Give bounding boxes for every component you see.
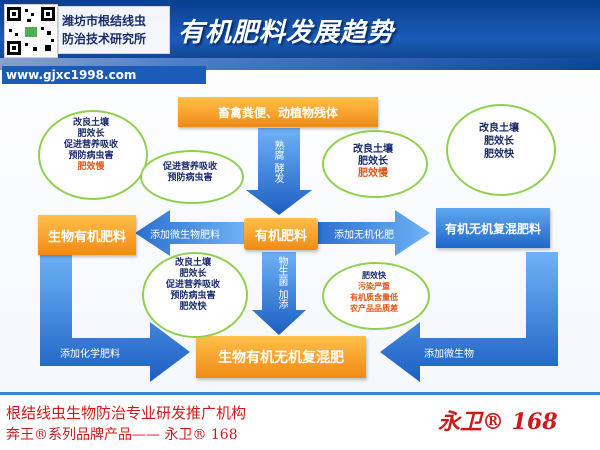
left-product-box: 生物有机肥料 [38,215,136,255]
arrow-bottom-right [380,252,558,382]
website-url: www.gjxc1998.com [2,66,206,84]
cloud-top-mid-text: 促进营养吸收 预防病虫害 [162,162,217,183]
page-title: 有机肥料发展趋势 [178,18,395,48]
cloud-top-right-text: 改良土壤 肥效长 肥效快 [479,123,519,160]
org-name-line2: 防治技术研究所 [62,32,147,46]
arrow-right-label: 添加无机化肥 [334,230,394,241]
arrow-down-center [252,252,306,335]
cloud-bottom-right [322,262,430,330]
top-source-box: 畜禽粪便、动植物残体 [178,97,378,127]
footer-product-line: 奔王®系列品牌产品—— 永卫® 168 [6,427,238,443]
center-box: 有机肥料 [244,218,318,250]
footer-band [0,392,600,450]
arrow-down-label: 物生菌 加添 [276,256,287,310]
footer-tagline: 根结线虫生物防治专业研发推广机构 [6,404,247,422]
arrow-down-top [246,128,312,215]
cloud-top-left [38,110,148,200]
arrow-left [135,210,245,256]
bottom-product-box: 生物有机无机复混肥 [196,336,366,378]
arrow-bottom-left-label: 添加化学肥料 [60,349,120,360]
footer-brand-logo: 永卫® 168 [438,409,558,435]
org-name-line1: 潍坊市根结线虫 [62,14,147,28]
arrow-right [315,210,430,256]
process-label: 熟腐 酵发 [272,140,283,184]
cloud-top-left-text: 改良土壤 肥效长 促进营养吸收 预防病虫害 肥效慢 [63,118,118,172]
cloud-center-right [322,130,428,198]
arrow-bottom-right-label: 添加微生物 [424,349,474,360]
arrow-left-label: 添加微生物肥料 [150,230,220,241]
qr-code-icon [4,4,58,58]
cloud-bottom-mid-text: 改良土壤 肥效长 促进营养吸收 预防病虫害 肥效快 [165,258,220,312]
arrow-bottom-left [40,252,190,382]
cloud-top-right [446,104,556,196]
cloud-bottom-mid [142,252,248,338]
right-product-box: 有机无机复混肥料 [436,208,550,248]
cloud-top-mid [140,150,244,204]
org-name-box [58,6,170,54]
cloud-bottom-right-text: 肥效快 污染严重 有机质含量低 农产品品质差 [350,271,398,313]
cloud-center-right-text: 改良土壤 肥效长 肥效慢 [353,144,393,179]
